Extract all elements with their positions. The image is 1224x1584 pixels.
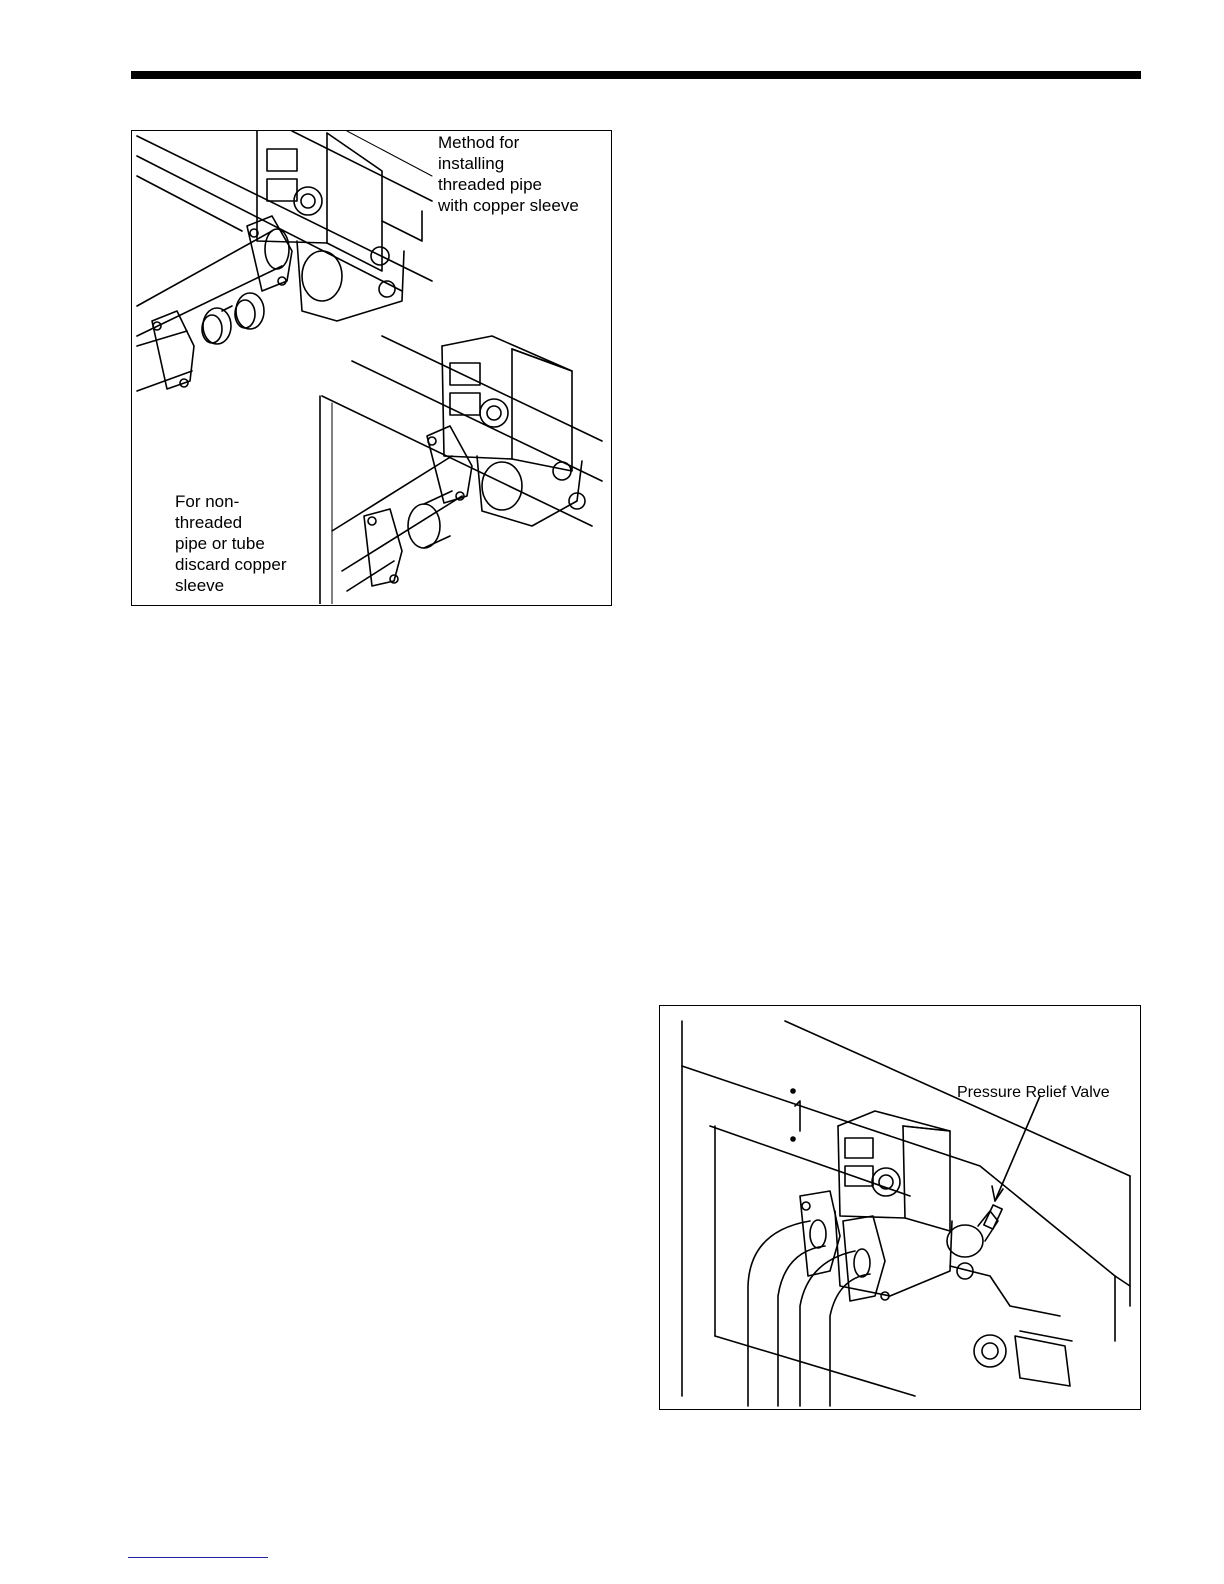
caption-line: Method for — [438, 132, 612, 153]
caption-nonthreaded-pipe: For non- threaded pipe or tube discard c… — [175, 491, 315, 596]
caption-line: For non- — [175, 491, 315, 512]
caption-line: with copper sleeve — [438, 195, 612, 216]
pressure-relief-valve-drawing — [660, 1006, 1139, 1408]
caption-threaded-pipe: Method for installing threaded pipe with… — [438, 132, 612, 216]
figure-pipe-installation: Method for installing threaded pipe with… — [131, 130, 612, 606]
caption-line: sleeve — [175, 575, 315, 596]
caption-line: pipe or tube — [175, 533, 315, 554]
caption-line: threaded — [175, 512, 315, 533]
pressure-relief-valve-label: Pressure Relief Valve — [957, 1082, 1110, 1103]
caption-line: threaded pipe — [438, 174, 612, 195]
figure-pressure-relief-valve: Pressure Relief Valve — [659, 1005, 1141, 1410]
caption-line: discard copper — [175, 554, 315, 575]
footer-rule — [128, 1557, 268, 1558]
caption-line: installing — [438, 153, 612, 174]
header-rule — [131, 71, 1141, 79]
